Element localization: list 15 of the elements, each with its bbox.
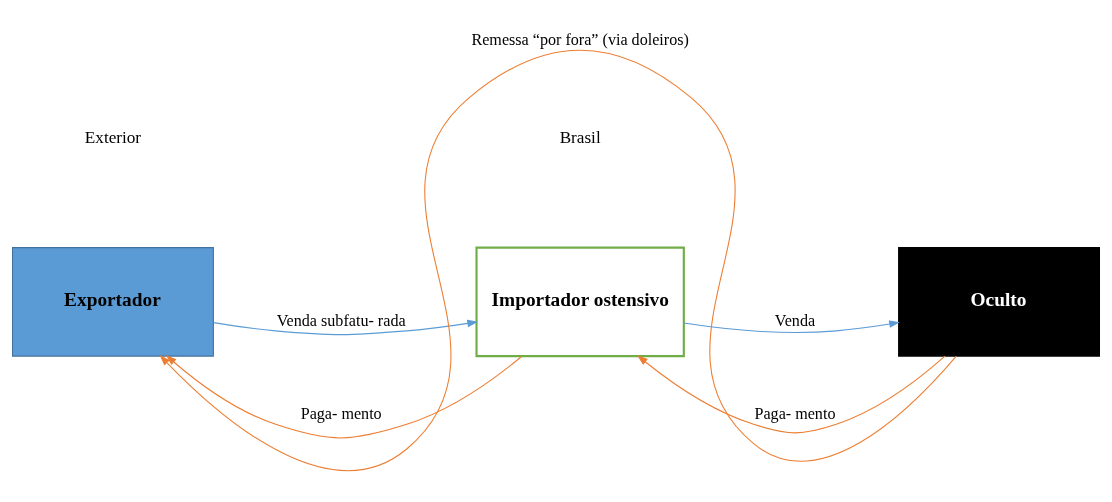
arrow <box>165 354 523 438</box>
label: Brasil <box>559 127 601 147</box>
edge-label: Remessa “por fora” (via doleiros) <box>471 30 689 48</box>
label: Exterior <box>84 127 142 147</box>
node-box: Importador ostensivo <box>475 246 685 357</box>
arrow <box>683 319 900 333</box>
edge-label: Paga- mento <box>300 404 382 422</box>
node-box: Oculto <box>898 246 1100 357</box>
edge-label: Paga- mento <box>754 404 836 422</box>
edge-label: Venda <box>774 311 816 329</box>
arrow <box>213 319 479 335</box>
edge-label: Venda subfatu- rada <box>276 311 406 329</box>
node-box: Exportador <box>12 246 214 357</box>
arrow <box>159 49 957 471</box>
arrow <box>637 354 946 433</box>
